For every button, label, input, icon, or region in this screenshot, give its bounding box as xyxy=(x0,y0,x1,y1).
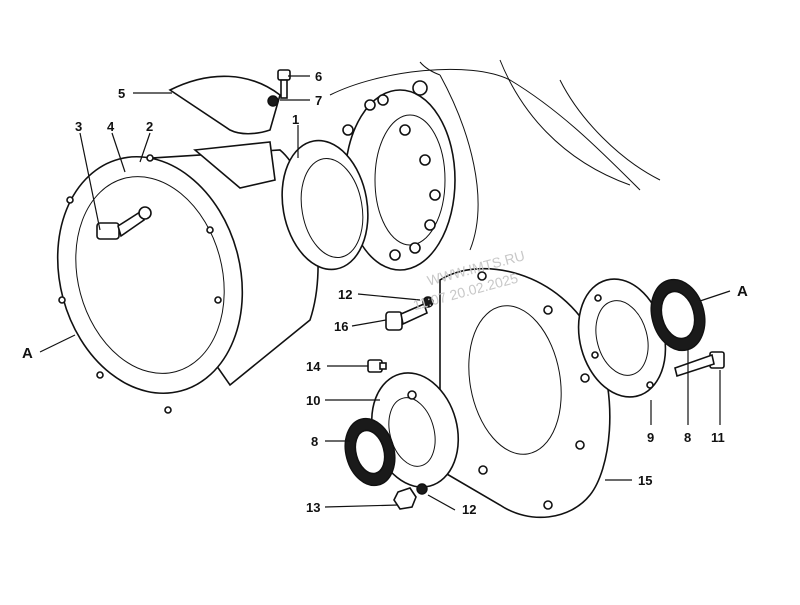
housing-washer xyxy=(138,206,152,220)
cover-plate xyxy=(168,75,281,135)
callout-11: 11 xyxy=(711,430,725,445)
transmission-housing xyxy=(329,59,661,271)
callout-1: 1 xyxy=(292,112,299,127)
seal-ring-left xyxy=(344,417,396,487)
callout-6: 6 xyxy=(315,69,322,84)
section-marker-a-right: A xyxy=(737,283,748,300)
bell-housing xyxy=(56,141,319,414)
callout-15: 15 xyxy=(638,473,652,488)
large-cover-plate xyxy=(439,268,611,519)
callout-16: 16 xyxy=(334,319,348,334)
cover-washer xyxy=(267,95,279,107)
leader-lines xyxy=(39,75,731,511)
callout-5: 5 xyxy=(118,86,125,101)
cover-screw xyxy=(277,69,291,99)
callout-13: 13 xyxy=(306,500,320,515)
callout-14: 14 xyxy=(306,359,321,374)
callout-10: 10 xyxy=(306,393,320,408)
callout-12-bottom: 12 xyxy=(462,502,476,517)
callout-4: 4 xyxy=(107,119,115,134)
hex-nut xyxy=(393,487,417,510)
section-marker-a-left: A xyxy=(22,345,33,362)
grease-nipple xyxy=(367,359,387,373)
callout-2: 2 xyxy=(146,119,153,134)
housing-bolt xyxy=(96,210,146,240)
washer-upper xyxy=(422,296,434,308)
callout-3: 3 xyxy=(75,119,82,134)
callout-9: 9 xyxy=(647,430,654,445)
washer-lower xyxy=(416,483,428,495)
callout-8-right: 8 xyxy=(684,430,691,445)
cover-bolt xyxy=(385,302,428,331)
callout-8-left: 8 xyxy=(311,434,318,449)
ring-part xyxy=(281,139,369,271)
flange-bolt xyxy=(674,351,725,378)
callout-12-top: 12 xyxy=(338,287,352,302)
callout-7: 7 xyxy=(315,93,322,108)
seal-ring-right xyxy=(650,278,706,352)
